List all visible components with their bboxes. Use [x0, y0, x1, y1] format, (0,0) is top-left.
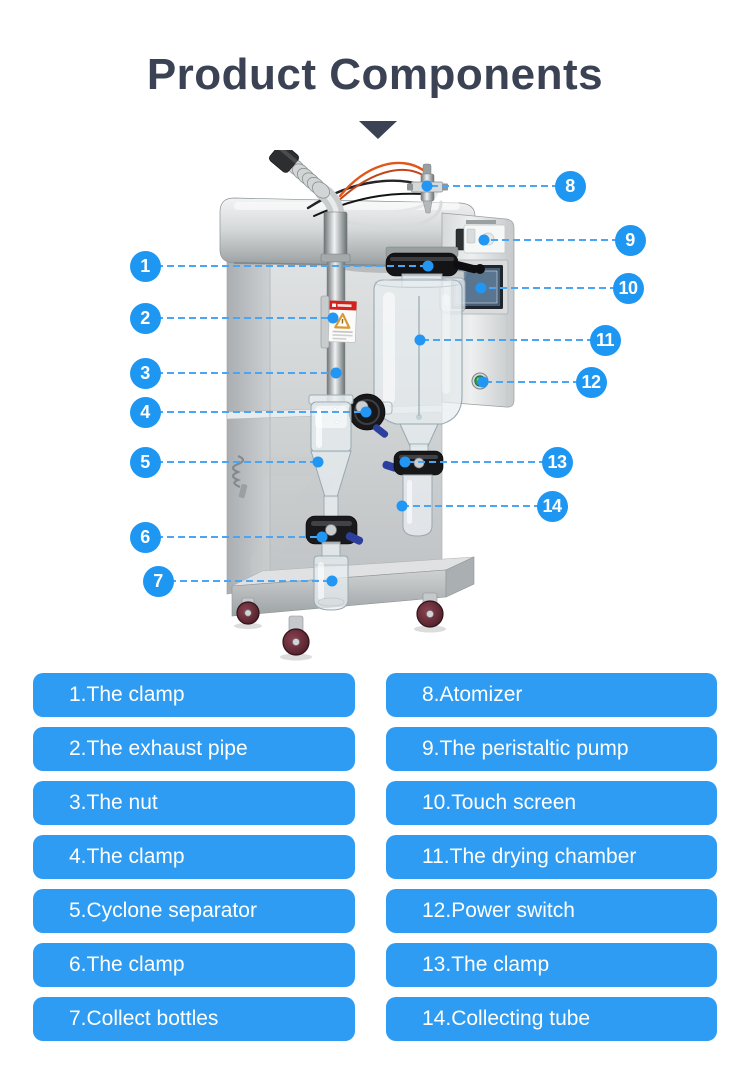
callout-number-8: 8 — [554, 170, 586, 202]
cyclone-separator — [308, 394, 354, 518]
callout-number-5: 5 — [129, 446, 161, 478]
legend-item-5: 5.Cyclone separator — [33, 889, 355, 933]
legend-item-8: 8.Atomizer — [386, 673, 717, 717]
caster-wheels — [234, 592, 446, 661]
callout-number-11: 11 — [589, 324, 621, 356]
exhaust-pipe — [320, 211, 351, 403]
legend-item-2: 2.The exhaust pipe — [33, 727, 355, 771]
power-switch — [471, 372, 489, 390]
callout-number-10: 10 — [612, 272, 644, 304]
spray-dryer-machine-photo: Z — [219, 150, 515, 661]
legend-item-10: 10.Touch screen — [386, 781, 717, 825]
legend-item-4: 4.The clamp — [33, 835, 355, 879]
legend-item-6: 6.The clamp — [33, 943, 355, 987]
legend-item-7: 7.Collect bottles — [33, 997, 355, 1041]
down-arrow-icon — [359, 121, 397, 139]
callout-number-7: 7 — [142, 565, 174, 597]
clamp-6 — [305, 515, 364, 545]
callout-number-2: 2 — [129, 302, 161, 334]
legend-item-1: 1.The clamp — [33, 673, 355, 717]
legend-item-9: 9.The peristaltic pump — [386, 727, 717, 771]
warning-label — [327, 300, 357, 343]
legend-item-11: 11.The drying chamber — [386, 835, 717, 879]
callout-number-14: 14 — [536, 490, 568, 522]
legend-item-13: 13.The clamp — [386, 943, 717, 987]
callout-number-6: 6 — [129, 521, 161, 553]
legend-item-12: 12.Power switch — [386, 889, 717, 933]
callout-number-3: 3 — [129, 357, 161, 389]
page-title: Product Components — [146, 50, 604, 99]
callout-number-4: 4 — [129, 396, 161, 428]
clamp-13 — [382, 450, 444, 476]
callout-number-13: 13 — [541, 446, 573, 478]
drying-chamber — [373, 246, 485, 455]
callout-number-12: 12 — [575, 366, 607, 398]
legend-item-14: 14.Collecting tube — [386, 997, 717, 1041]
callout-number-9: 9 — [614, 224, 646, 256]
legend-item-3: 3.The nut — [33, 781, 355, 825]
callout-number-1: 1 — [129, 250, 161, 282]
collecting-tube — [402, 474, 433, 537]
